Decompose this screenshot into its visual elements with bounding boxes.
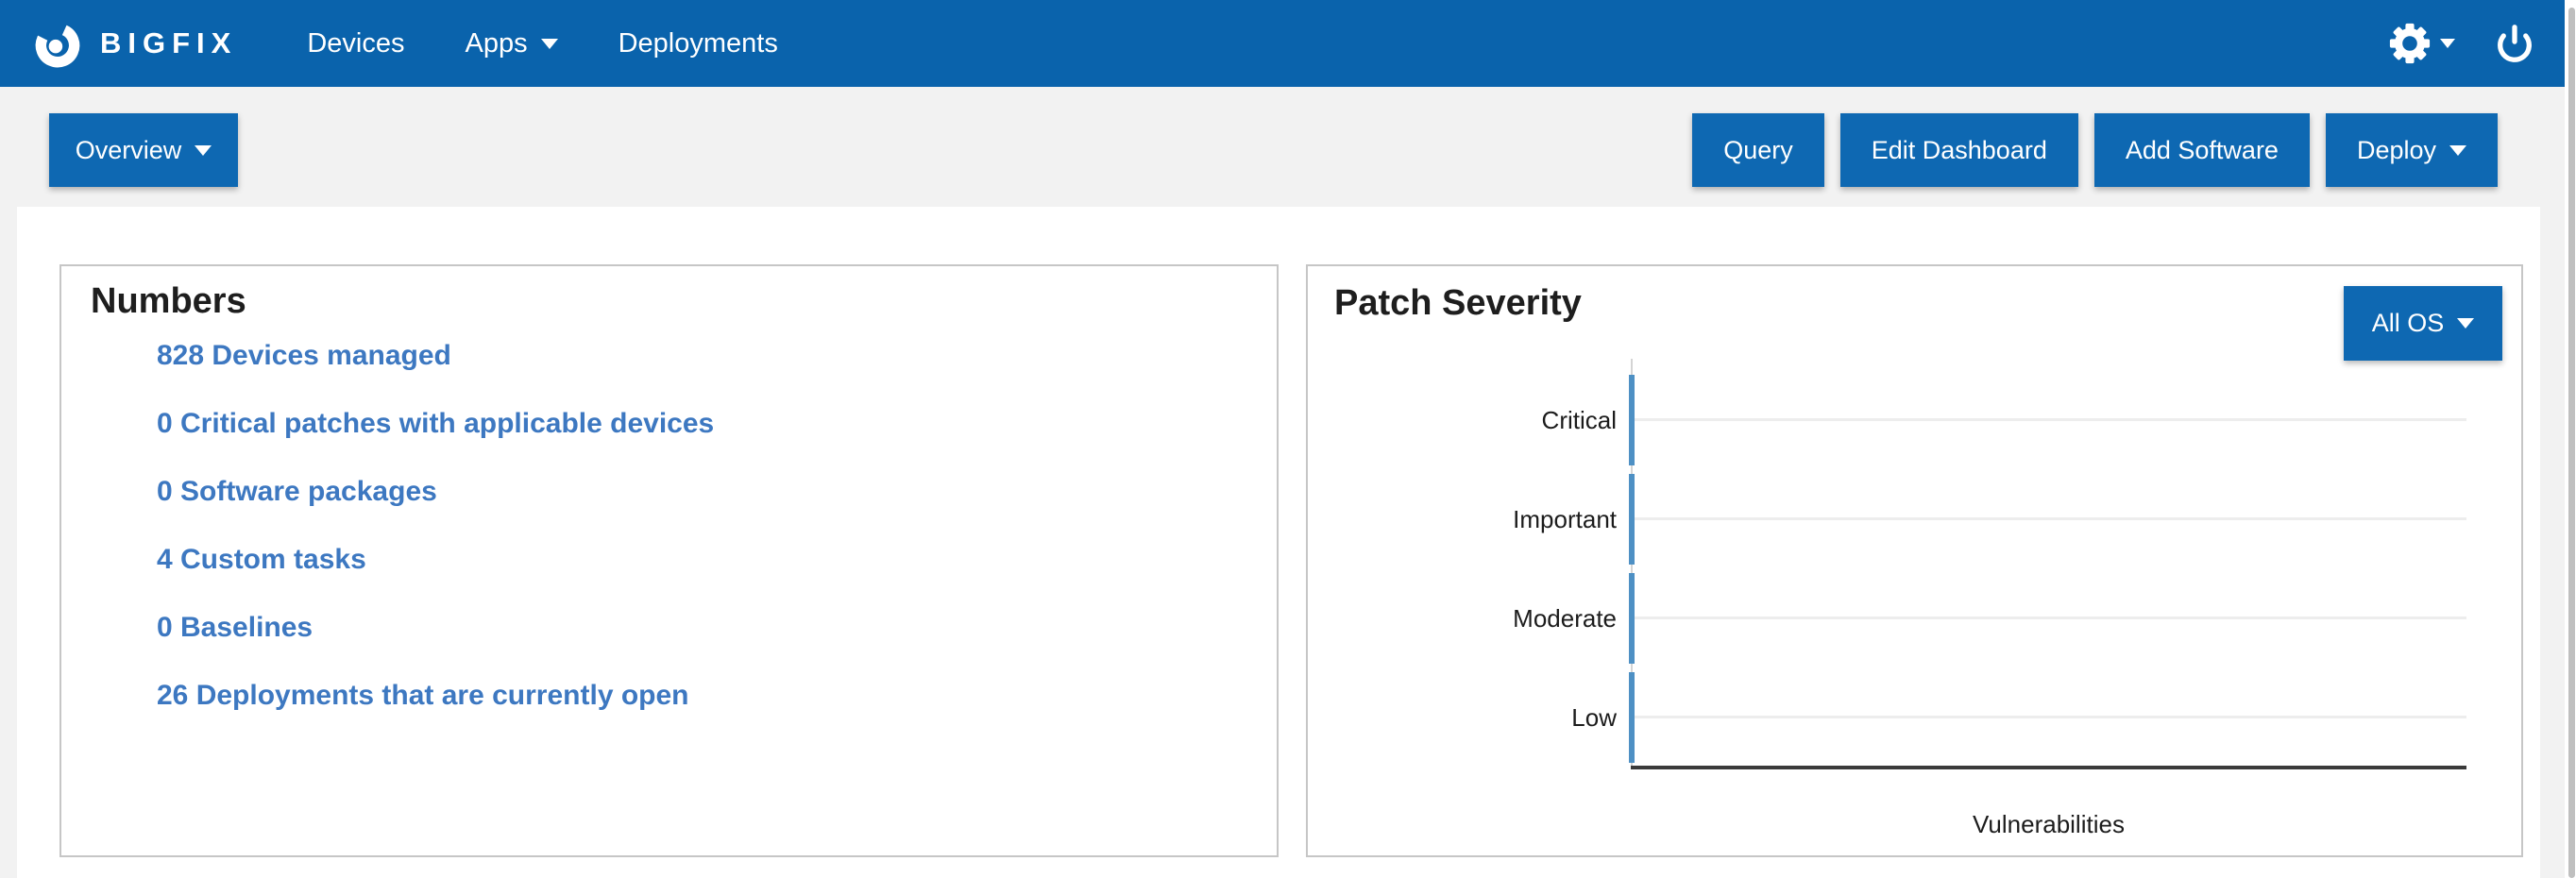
query-button[interactable]: Query [1692, 113, 1824, 187]
chart-gridline [1633, 616, 2466, 619]
chart-bar-low [1629, 672, 1635, 763]
deploy-button[interactable]: Deploy [2325, 113, 2498, 187]
settings-menu[interactable] [2389, 23, 2455, 64]
toolbar: Overview Query Edit Dashboard Add Software… [0, 87, 2565, 208]
chart-category-label-critical: Critical [1541, 405, 1617, 434]
chevron-down-icon [195, 144, 212, 156]
stat-link-26-deployments-that-are-currently-open[interactable]: 26 Deployments that are currently open [157, 680, 689, 711]
chart-category-label-important: Important [1513, 504, 1617, 533]
chart-gridline [1633, 517, 2466, 520]
stat-link-0-critical-patches-with-applicable-devices[interactable]: 0 Critical patches with applicable devic… [157, 408, 715, 439]
button-label: Add Software [2125, 135, 2279, 164]
toolbar-actions: Query Edit Dashboard Add Software Deploy [1676, 113, 2498, 187]
vertical-scrollbar [2565, 0, 2576, 878]
numbers-panel: Numbers 828 Devices managed 0 Critical pa… [59, 264, 1279, 857]
nav-item-label: Deployments [618, 27, 778, 59]
view-selector-label: Overview [75, 135, 182, 164]
gear-icon [2389, 23, 2431, 64]
chart-x-axis-label: Vulnerabilities [1973, 810, 2125, 838]
power-icon [2498, 25, 2532, 62]
scrollbar-thumb[interactable] [2568, 8, 2575, 878]
chart-category-label-low: Low [1571, 702, 1617, 732]
brand-name: BIGFIX [100, 26, 238, 59]
chart-bar-critical [1629, 375, 1635, 465]
chart-bar-important [1629, 474, 1635, 565]
os-filter-button[interactable]: All OS [2344, 286, 2502, 361]
bigfix-logo-icon [35, 23, 80, 68]
nav-right [2389, 22, 2536, 65]
stat-link-0-software-packages[interactable]: 0 Software packages [157, 476, 437, 507]
chart-bar-moderate [1629, 573, 1635, 664]
button-label: Edit Dashboard [1871, 135, 2047, 164]
nav-item-label: Devices [307, 27, 405, 59]
nav-links: Devices Apps Deployments [307, 28, 839, 59]
chevron-down-icon [2449, 144, 2466, 156]
nav-item-apps[interactable]: Apps [466, 28, 558, 59]
numbers-panel-title: Numbers [91, 281, 246, 321]
nav-item-label: Apps [465, 27, 528, 59]
stat-link-828-devices-managed[interactable]: 828 Devices managed [157, 340, 451, 371]
chevron-down-icon [540, 38, 558, 49]
chevron-down-icon [2440, 39, 2455, 48]
chevron-down-icon [2457, 318, 2475, 329]
stat-link-4-custom-tasks[interactable]: 4 Custom tasks [157, 544, 366, 575]
stat-link-0-baselines[interactable]: 0 Baselines [157, 612, 314, 643]
chart-category-label-moderate: Moderate [1513, 603, 1617, 633]
os-filter-label: All OS [2371, 309, 2445, 337]
edit-dashboard-button[interactable]: Edit Dashboard [1839, 113, 2078, 187]
button-label: Query [1723, 135, 1793, 164]
logout-button[interactable] [2493, 22, 2536, 65]
button-label: Deploy [2356, 135, 2436, 164]
chart-gridline [1633, 418, 2466, 421]
numbers-links: 828 Devices managed 0 Critical patches wi… [157, 322, 714, 730]
add-software-button[interactable]: Add Software [2093, 113, 2310, 187]
brand[interactable]: BIGFIX [32, 17, 237, 70]
top-nav: BIGFIX Devices Apps Deployments [0, 0, 2565, 87]
chart-gridline [1633, 716, 2466, 718]
nav-item-deployments[interactable]: Deployments [619, 28, 778, 59]
nav-item-devices[interactable]: Devices [307, 28, 404, 59]
chart-x-axis [1631, 766, 2466, 769]
patch-severity-panel-title: Patch Severity [1334, 283, 1582, 323]
view-selector-button[interactable]: Overview [49, 113, 238, 187]
content-area: Numbers 828 Devices managed 0 Critical pa… [17, 207, 2540, 878]
